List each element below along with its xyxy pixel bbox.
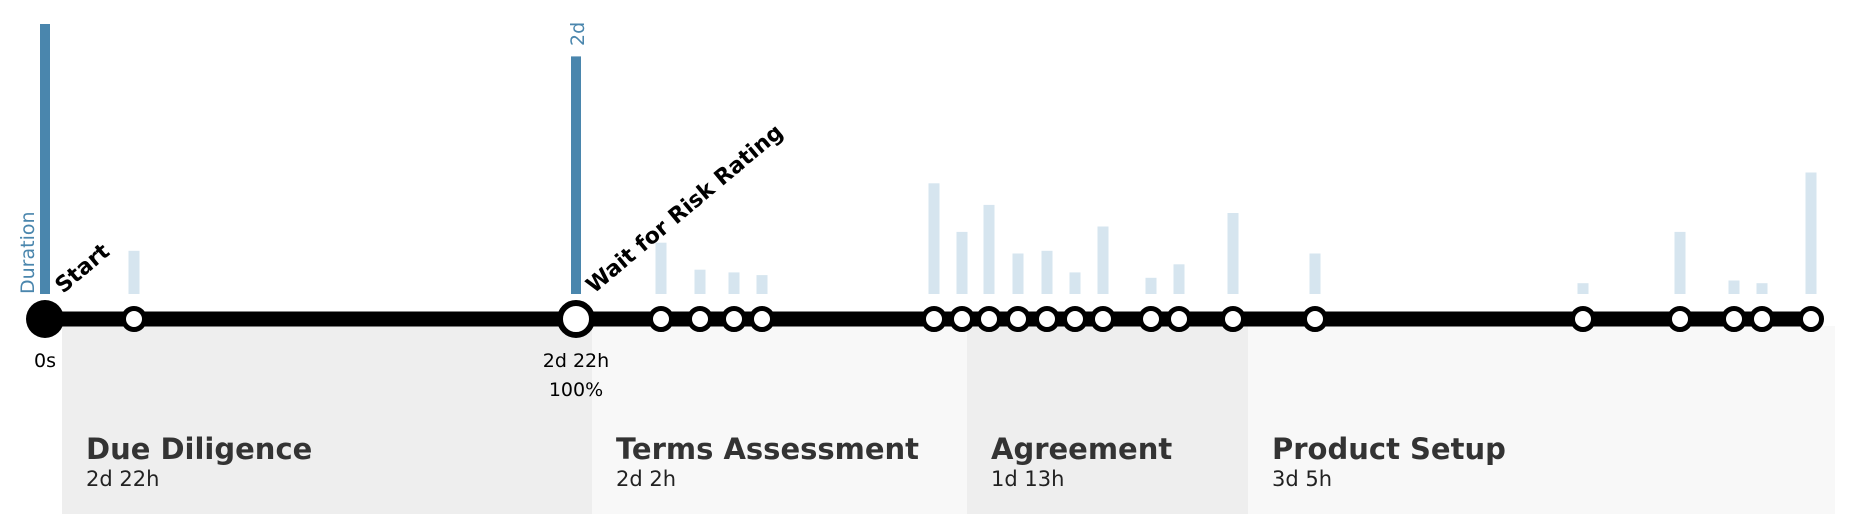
step-node[interactable] — [1166, 306, 1192, 332]
duration-bar — [1097, 226, 1109, 294]
duration-bar — [928, 183, 940, 294]
start-node[interactable] — [26, 300, 64, 338]
step-node[interactable] — [1721, 306, 1747, 332]
duration-bar — [1069, 272, 1081, 294]
duration-bar — [1805, 172, 1817, 294]
step-node[interactable] — [648, 306, 674, 332]
duration-bar — [128, 250, 140, 294]
duration-bar — [1756, 283, 1768, 294]
phase-name: Terms Assessment — [616, 432, 920, 466]
step-label: Wait for Risk Rating — [582, 120, 788, 299]
phase-backgrounds — [62, 326, 1835, 514]
step-node[interactable] — [921, 306, 947, 332]
phase-label-agreement: Agreement 1d 13h — [991, 432, 1172, 492]
phase-duration: 2d 2h — [616, 467, 677, 491]
marker-time-label: 2d 22h — [543, 350, 609, 372]
duration-bar — [571, 56, 581, 295]
duration-bar — [1012, 253, 1024, 294]
duration-bar — [956, 231, 968, 294]
step-node[interactable] — [976, 306, 1002, 332]
step-node[interactable] — [687, 306, 713, 332]
phase-band — [592, 326, 967, 514]
step-node[interactable] — [1034, 306, 1060, 332]
step-node[interactable] — [1062, 306, 1088, 332]
step-node[interactable] — [1749, 306, 1775, 332]
step-node[interactable] — [121, 306, 147, 332]
marker-percent-label: 100% — [549, 379, 603, 401]
step-node[interactable] — [1090, 306, 1116, 332]
phase-band — [967, 326, 1248, 514]
duration-bar — [1577, 283, 1589, 294]
step-node[interactable] — [1570, 306, 1596, 332]
duration-bar — [655, 242, 667, 294]
phase-label-due-diligence: Due Diligence 2d 22h — [86, 432, 312, 492]
phase-name: Due Diligence — [86, 432, 313, 466]
duration-bar — [728, 272, 740, 294]
step-node[interactable] — [949, 306, 975, 332]
phase-label-terms-assessment: Terms Assessment 2d 2h — [616, 432, 919, 492]
duration-bar — [1309, 253, 1321, 294]
phase-label-product-setup: Product Setup 3d 5h — [1272, 432, 1506, 492]
step-node[interactable] — [1220, 306, 1246, 332]
peak-value-label: 2d — [567, 22, 589, 46]
phase-band — [62, 326, 592, 514]
duration-bar — [1041, 250, 1053, 294]
phase-name: Product Setup — [1272, 432, 1506, 466]
phase-duration: 2d 22h — [86, 467, 160, 491]
step-node[interactable] — [1302, 306, 1328, 332]
step-node[interactable] — [1798, 306, 1824, 332]
duration-bar — [983, 204, 995, 294]
step-label: Start — [51, 239, 115, 299]
duration-axis-label: Duration — [17, 211, 39, 294]
step-node[interactable] — [721, 306, 747, 332]
duration-bar — [694, 269, 706, 294]
step-node[interactable] — [749, 306, 775, 332]
phase-duration: 1d 13h — [991, 467, 1065, 491]
step-node[interactable] — [1138, 306, 1164, 332]
duration-bar — [1173, 264, 1185, 294]
duration-bars — [40, 24, 1817, 295]
duration-bar — [756, 275, 768, 294]
duration-bar — [1145, 277, 1157, 294]
step-node-large[interactable] — [557, 300, 595, 338]
start-time-label: 0s — [34, 350, 56, 372]
phase-name: Agreement — [991, 432, 1173, 466]
step-node[interactable] — [1667, 306, 1693, 332]
phase-band — [1248, 326, 1835, 514]
duration-bar — [40, 24, 50, 294]
duration-bar — [1227, 213, 1239, 294]
duration-bar — [1674, 231, 1686, 294]
step-nodes — [26, 300, 1824, 338]
step-node[interactable] — [1005, 306, 1031, 332]
phase-duration: 3d 5h — [1272, 467, 1333, 491]
duration-bar — [1728, 280, 1740, 294]
step-labels: Start Wait for Risk Rating — [51, 120, 788, 299]
